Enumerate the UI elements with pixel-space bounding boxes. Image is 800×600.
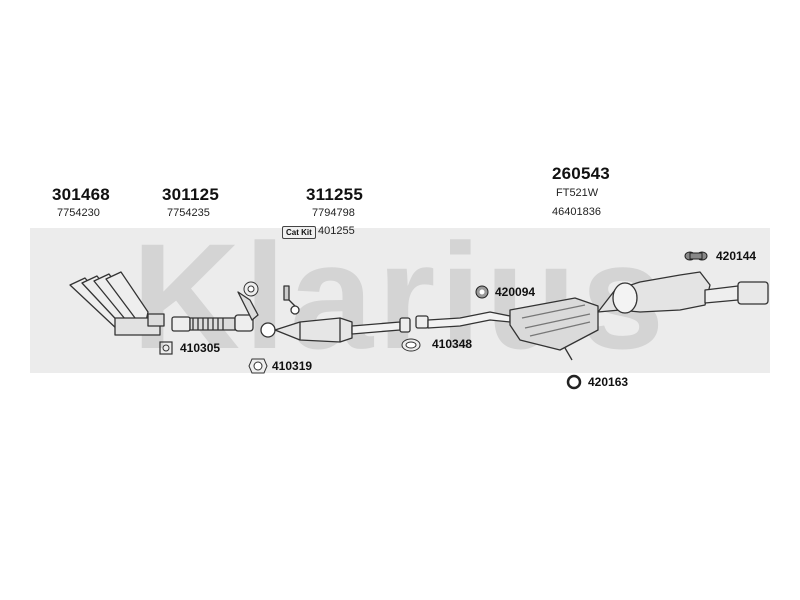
catalytic-converter [260,317,411,343]
lambda-sensor [283,285,300,315]
part-420163: 420163 [588,375,629,389]
front-pipe [171,291,259,332]
oem-number-7754230: 7754230 [57,207,100,219]
o-ring-icon [566,374,582,390]
rubber-mount-icon [475,285,489,299]
oem-number-7794798: 7794798 [312,207,355,219]
flange-icon [248,358,268,374]
part-number-301125: 301125 [162,185,219,204]
oem-number-46401836: 46401836 [552,206,601,218]
oem-number-7754235: 7754235 [167,207,210,219]
rear-silencer [597,271,769,314]
part-number-260543: 260543 [552,164,610,183]
part-number-311255: 311255 [306,185,363,204]
flange-icon-2 [243,281,259,297]
part-420094: 420094 [495,285,536,299]
part-number-301468: 301468 [52,185,110,204]
exhaust-manifold [69,271,165,336]
cat-kit-code: 401255 [318,225,355,237]
ring-gasket-icon [401,338,421,352]
hanger-icon [684,251,708,261]
center-silencer [415,297,599,361]
clamp-icon [159,341,173,355]
watermark-text: Klarius [132,212,669,380]
part-410305: 410305 [180,341,221,355]
oem-number-ft521w: FT521W [556,187,599,199]
part-410319: 410319 [272,359,313,373]
part-420144: 420144 [716,249,757,263]
part-410348: 410348 [432,337,473,351]
cat-kit-badge: Cat Kit [282,226,316,239]
